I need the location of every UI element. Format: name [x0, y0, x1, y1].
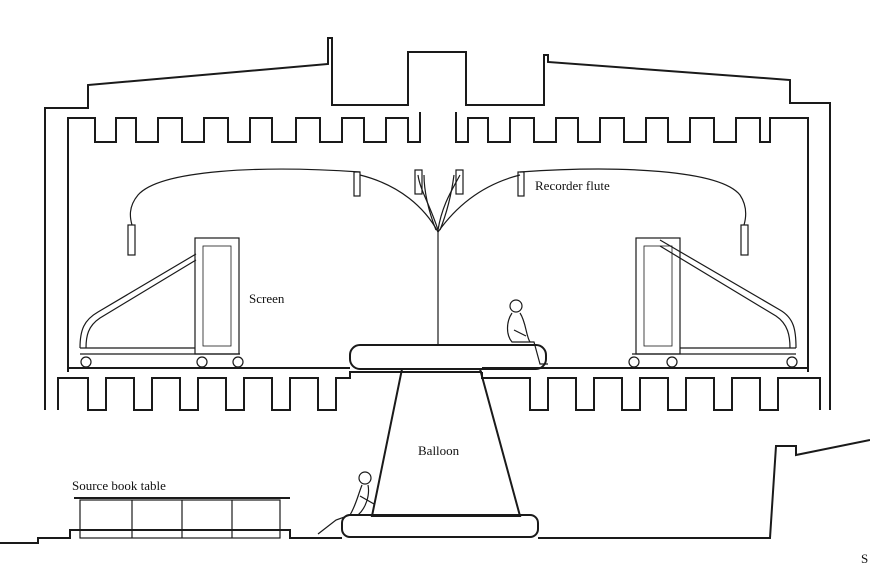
recorder-flute — [353, 171, 361, 197]
screen-label: Screen — [249, 291, 285, 306]
roof-outline — [44, 37, 831, 410]
source-book-table-label: Source book table — [72, 478, 166, 493]
left-screen — [79, 237, 244, 368]
recorder-flute — [127, 224, 136, 256]
recorder-flute — [740, 224, 749, 256]
recorder-flute — [517, 171, 525, 197]
recorder-flute — [414, 169, 423, 195]
screen-frame — [635, 237, 681, 355]
balloon-base — [341, 514, 539, 538]
screen-frame — [194, 237, 240, 355]
recorder-flute — [455, 169, 464, 195]
recorder-flute-label: Recorder flute — [535, 178, 610, 193]
reclining-figure-lower — [317, 471, 375, 535]
corner-mark: S — [861, 551, 869, 566]
ground-line — [0, 439, 870, 544]
recorder-flute-array — [127, 168, 749, 345]
source-book-table — [74, 497, 290, 539]
balloon-top-platform — [349, 344, 547, 370]
floor-and-lower-crenellation — [57, 367, 821, 411]
upper-crenellation — [67, 112, 809, 372]
right-screen — [628, 237, 798, 368]
balloon-label: Balloon — [418, 443, 460, 458]
seated-figure-upper — [506, 299, 548, 365]
balloon-structure — [341, 344, 547, 538]
